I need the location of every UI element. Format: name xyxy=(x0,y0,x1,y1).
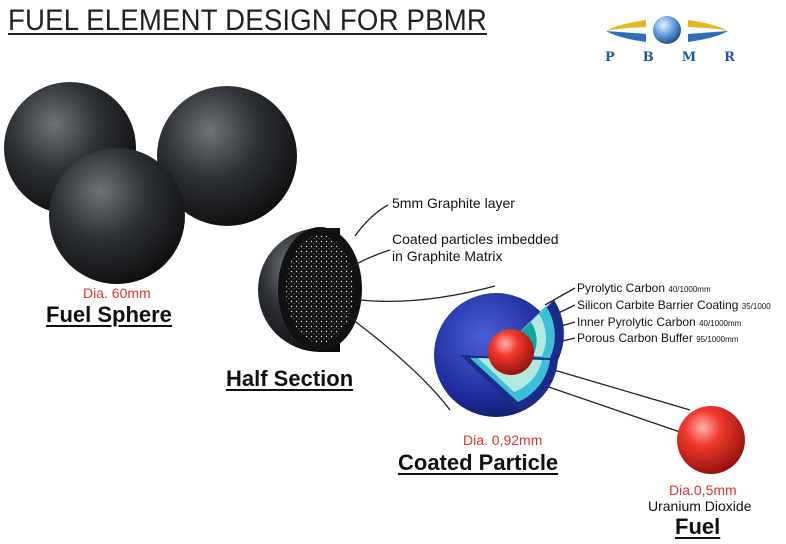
logo-letter-r: R xyxy=(724,50,735,65)
coated-particles-note-line2: in Graphite Matrix xyxy=(392,248,503,264)
fuel-label: Fuel xyxy=(675,514,721,539)
layer-thickness: 95/1000mm xyxy=(696,335,739,344)
logo-letter-p: P xyxy=(605,50,615,65)
layer-thickness: 35/1000 xyxy=(741,302,771,311)
layer-thickness: 40/1000mm xyxy=(699,319,742,328)
coated-particle-diameter: Dia. 0,92mm xyxy=(463,432,543,448)
layer-porous-carbon-buffer: Porous Carbon Buffer 95/1000mm xyxy=(577,331,738,345)
layer-name: Porous Carbon Buffer xyxy=(577,331,693,345)
layer-thickness: 40/1000mm xyxy=(668,285,711,294)
layer-pyrolytic-carbon: Pyrolytic Carbon 40/1000mm xyxy=(577,281,711,295)
coated-particle-label: Coated Particle xyxy=(398,450,559,475)
fuel-material: Uranium Dioxide xyxy=(648,498,752,514)
fuel-kernel-sphere xyxy=(677,406,745,474)
fuel-sphere-diameter: Dia. 60mm xyxy=(83,285,151,301)
logo-letter-m: M xyxy=(681,50,697,65)
fuel-sphere-group xyxy=(4,82,297,284)
layer-silicon-carbide: Silicon Carbite Barrier Coating 35/1000 xyxy=(577,298,786,312)
page-title: FUEL ELEMENT DESIGN FOR PBMR xyxy=(8,4,488,37)
layer-name: Inner Pyrolytic Carbon xyxy=(577,315,696,329)
half-section-label: Half Section xyxy=(226,366,354,391)
layer-name: Silicon Carbite Barrier Coating xyxy=(577,298,739,312)
layer-name: Pyrolytic Carbon xyxy=(577,281,666,295)
coated-particle-sphere xyxy=(434,293,564,417)
half-section-sphere xyxy=(258,227,362,352)
layer-inner-pyrolytic-carbon: Inner Pyrolytic Carbon 40/1000mm xyxy=(577,315,741,329)
graphite-layer-note: 5mm Graphite layer xyxy=(392,195,515,211)
logo-letter-b: B xyxy=(642,50,654,65)
pbmr-logo-icon xyxy=(606,16,728,44)
fuel-sphere-label: Fuel Sphere xyxy=(46,302,172,327)
coated-particles-note-line1: Coated particles imbedded xyxy=(392,231,559,247)
logo-letters: P B M R xyxy=(605,50,735,65)
fuel-diameter: Dia.0,5mm xyxy=(669,482,737,498)
